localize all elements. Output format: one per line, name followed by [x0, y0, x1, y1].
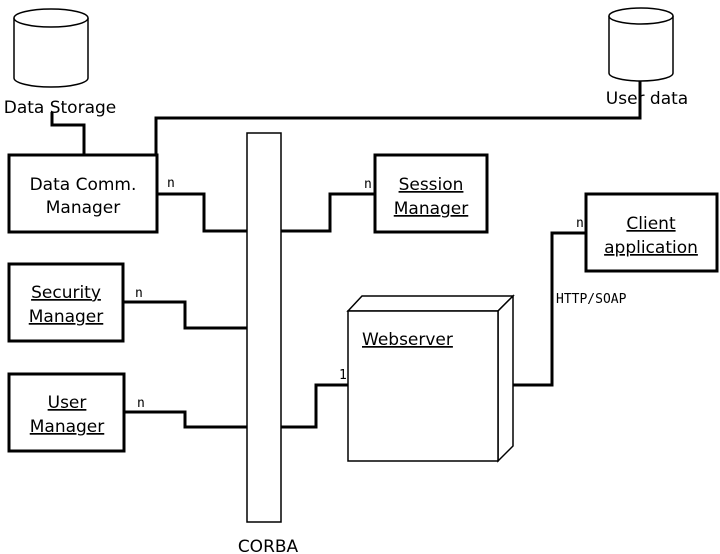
multiplicity-user-manager: n	[137, 396, 145, 411]
client-application-line1: Client	[626, 214, 676, 234]
user-data-cylinder-icon	[608, 16, 674, 82]
data-storage-label: Data Storage	[4, 98, 117, 118]
user-manager-component: User Manager	[7, 372, 126, 453]
connector-data-comm-to-corba	[157, 192, 247, 233]
connector-webserver-to-client	[498, 231, 586, 387]
security-manager-component: Security Manager	[7, 262, 125, 343]
client-application-component: Client application	[584, 192, 719, 273]
session-manager-component: Session Manager	[373, 153, 489, 234]
client-application-box	[584, 192, 719, 273]
webserver-top-face	[346, 295, 515, 312]
user-data-database: User data	[606, 7, 688, 109]
connector-data-storage-to-data-comm	[50, 112, 86, 155]
webserver-side-face	[497, 294, 514, 463]
session-manager-box	[373, 153, 489, 234]
connector-webserver-to-corba	[281, 383, 348, 429]
connector-user-manager-to-corba	[125, 410, 247, 429]
multiplicity-session: n	[364, 177, 372, 192]
client-application-line2: application	[604, 238, 698, 258]
multiplicity-security: n	[135, 286, 143, 301]
user-manager-box	[7, 372, 126, 453]
user-manager-line1: User	[48, 393, 87, 413]
session-manager-line1: Session	[399, 175, 464, 195]
user-data-label: User data	[606, 89, 688, 109]
multiplicity-client: n	[576, 216, 584, 231]
data-storage-database: Data Storage	[4, 8, 117, 118]
webserver-label: Webserver	[362, 330, 453, 350]
connector-session-to-corba	[281, 192, 375, 233]
data-comm-manager-box	[7, 153, 159, 234]
multiplicity-labels: n n n n 1 n	[135, 176, 584, 411]
user-manager-line2: Manager	[30, 417, 105, 437]
security-manager-box	[7, 262, 125, 343]
connector-user-data-to-data-comm	[154, 80, 642, 155]
multiplicity-data-comm: n	[167, 176, 175, 191]
http-soap-label: HTTP/SOAP	[556, 292, 627, 307]
multiplicity-webserver: 1	[339, 368, 347, 383]
session-manager-line2: Manager	[394, 199, 469, 219]
corba-label: CORBA	[238, 537, 299, 554]
connectors	[50, 80, 642, 429]
data-storage-cylinder-icon	[13, 18, 89, 88]
security-manager-line2: Manager	[29, 307, 104, 327]
data-comm-manager-component: Data Comm. Manager	[7, 153, 159, 234]
webserver-front-face	[347, 310, 499, 462]
data-comm-manager-line1: Data Comm.	[30, 175, 137, 195]
data-comm-manager-line2: Manager	[46, 198, 121, 218]
webserver-node: Webserver	[346, 294, 515, 463]
connector-security-to-corba	[124, 300, 247, 330]
corba-bus	[246, 132, 282, 523]
security-manager-line1: Security	[31, 283, 101, 303]
